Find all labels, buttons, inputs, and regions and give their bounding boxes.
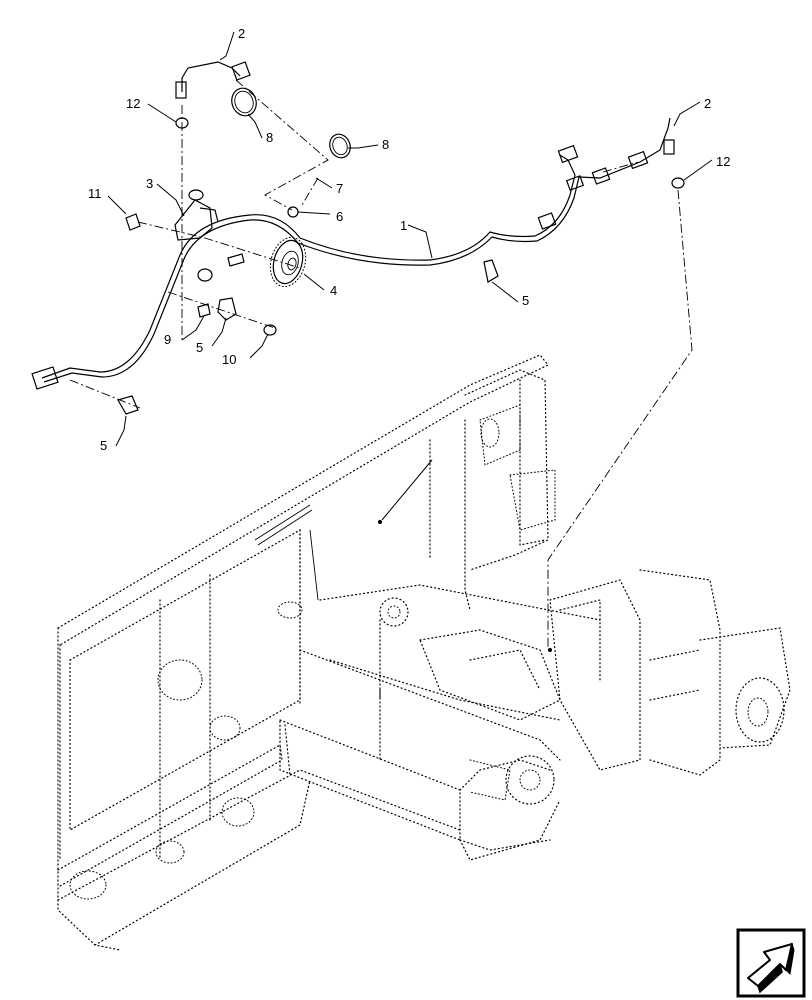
callout-8-right: 8 (382, 137, 389, 152)
callout-1: 1 (400, 218, 407, 233)
next-page-arrow-icon[interactable] (736, 928, 806, 998)
callout-3: 3 (146, 176, 153, 191)
callout-2-right: 2 (704, 96, 711, 111)
callout-leaders (107, 31, 713, 447)
callout-labels: 2 12 8 8 3 7 11 6 1 4 2 12 5 9 5 10 5 (88, 26, 730, 453)
callout-4: 4 (330, 283, 337, 298)
machine-frame (57, 354, 791, 951)
callout-6: 6 (336, 209, 343, 224)
callout-10: 10 (222, 352, 236, 367)
assembly-lines (69, 79, 693, 650)
sprocket (269, 236, 307, 288)
callout-5-bottom: 5 (100, 438, 107, 453)
callout-9: 9 (164, 332, 171, 347)
callout-5-mid: 5 (196, 340, 203, 355)
callout-7: 7 (336, 181, 343, 196)
wiring-harness (31, 61, 675, 390)
callout-5-right: 5 (522, 293, 529, 308)
loose-parts (117, 87, 685, 415)
callout-8-left: 8 (266, 130, 273, 145)
callout-12-left: 12 (126, 96, 140, 111)
callout-11: 11 (88, 186, 102, 201)
callout-12-right: 12 (716, 154, 730, 169)
callout-2-left: 2 (238, 26, 245, 41)
